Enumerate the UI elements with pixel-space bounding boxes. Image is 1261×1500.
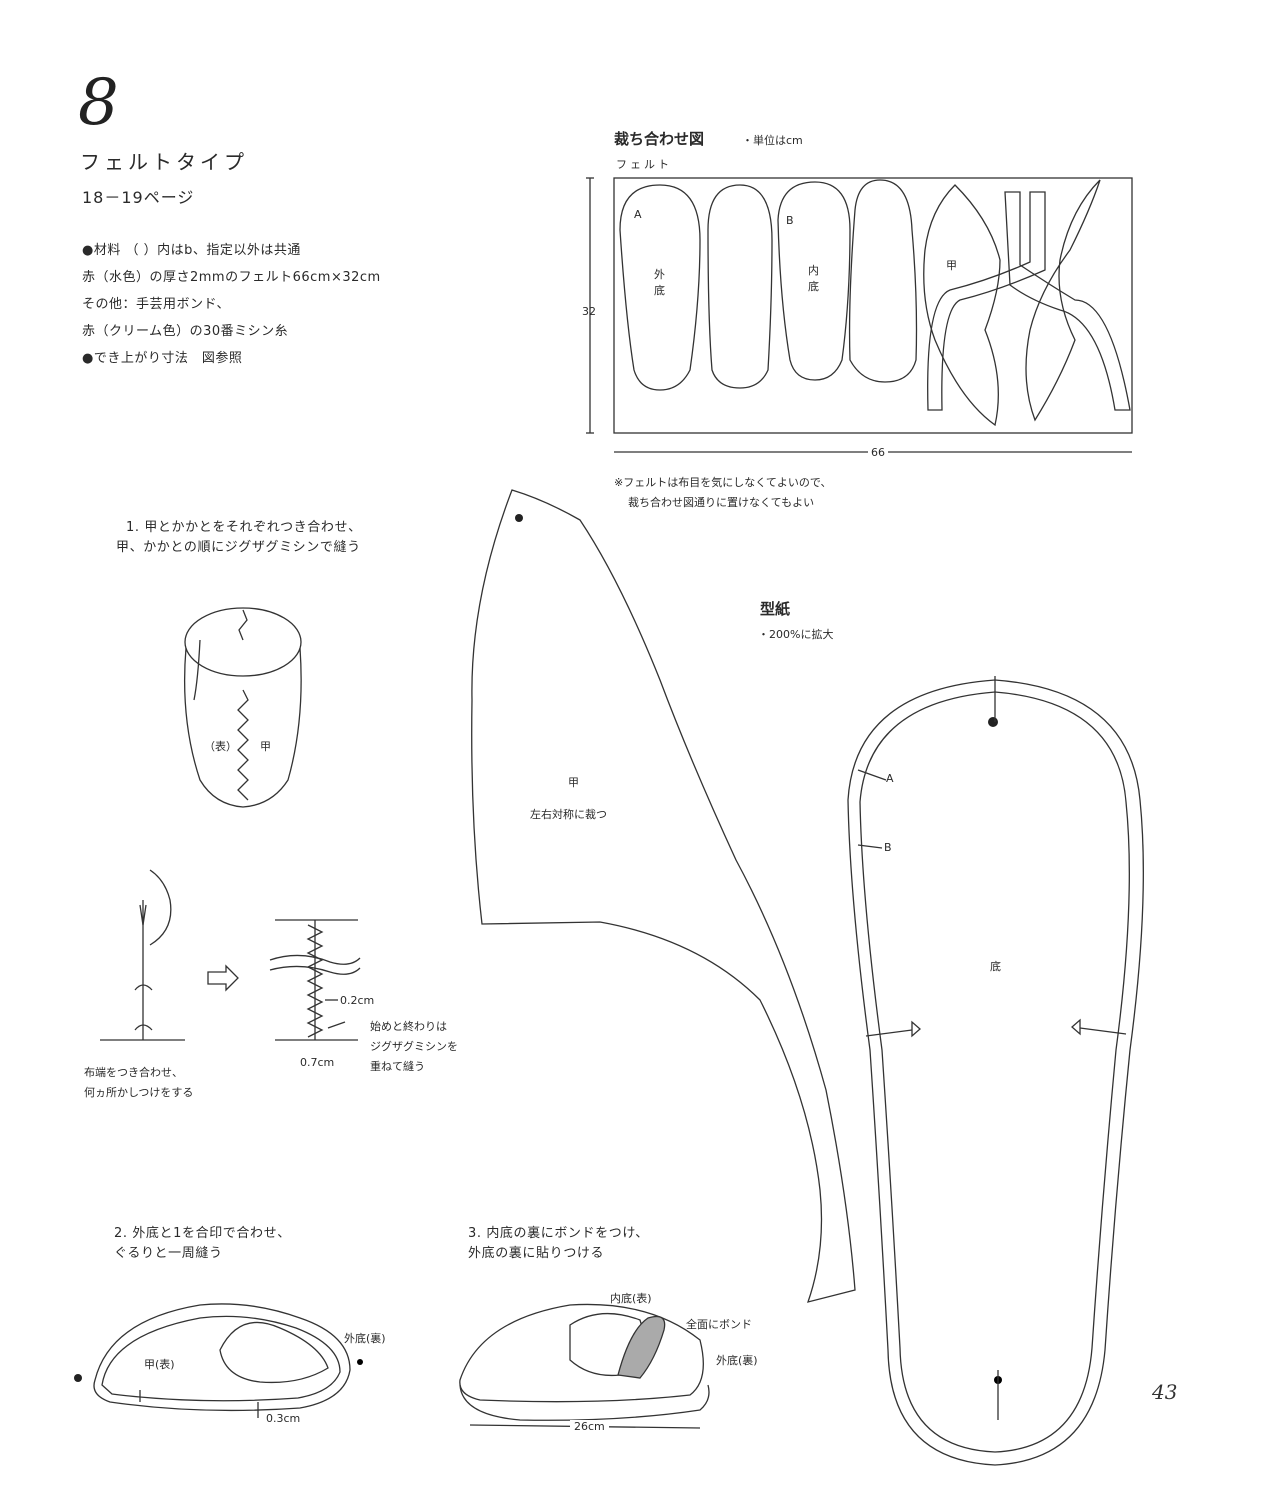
layout-note-1: ※フェルトは布目を気にしなくてよいので、	[614, 476, 832, 489]
layout-upper-left	[923, 184, 1001, 427]
step2-line-1: 2. 外底と1を合印で合わせ、	[114, 1226, 291, 1241]
step1-dim-02: 0.2cm	[340, 994, 375, 1007]
project-title: フェルトタイプ	[80, 150, 248, 174]
step1-upper-illustration	[183, 607, 302, 808]
step2-slipper-illustration	[74, 1303, 363, 1418]
layout-outer-sole-2	[707, 184, 773, 389]
materials-line-5: ●でき上がり寸法 図参照	[82, 351, 243, 366]
step1-upper-label: 甲	[260, 740, 271, 753]
layout-unit: ・単位はcm	[742, 134, 803, 147]
reference-pages: 18－19ページ	[82, 188, 195, 207]
layout-inner-sole	[777, 181, 851, 381]
step2-dim: 0.3cm	[266, 1412, 301, 1425]
sole-inner-line	[859, 691, 1130, 1453]
page-number: 43	[1152, 1380, 1178, 1404]
materials-line-1: ●材料 （ ）内はb、指定以外は共通	[82, 243, 301, 258]
step3-inner-label: 内底(表)	[610, 1292, 652, 1305]
layout-outer-sole	[619, 184, 701, 391]
step3-line-2: 外底の裏に貼りつける	[468, 1246, 605, 1261]
arrow-right-icon	[207, 964, 239, 992]
step1-back-label: （表）	[204, 740, 237, 753]
layout-height: 32	[582, 305, 596, 318]
step3-line-1: 3. 内底の裏にボンドをつけ、	[468, 1226, 649, 1241]
step1-zigzag-3: 重ねて縫う	[370, 1060, 425, 1073]
pattern-title: 型紙	[760, 600, 791, 618]
pattern-label-a: A	[886, 772, 894, 785]
step2-line-2: ぐるりと一周縫う	[114, 1246, 223, 1261]
pattern-sole	[847, 676, 1144, 1466]
step1-line-2: 甲、かかとの順にジグザグミシンで縫う	[116, 540, 361, 555]
step3-outer-label: 外底(裏)	[716, 1354, 758, 1367]
pattern-upper-outline	[471, 489, 856, 1303]
layout-upper-right	[1025, 179, 1101, 422]
step3-slipper-illustration	[459, 1303, 710, 1429]
layout-heel-strip-left	[927, 191, 1046, 411]
layout-heel-strip-right	[1004, 191, 1131, 411]
step3-dim: 26cm	[570, 1420, 609, 1433]
layout-upper-label: 甲	[946, 259, 957, 272]
materials-line-3: その他：手芸用ボンド、	[82, 297, 230, 312]
layout-label-a: A	[634, 208, 642, 221]
layout-inner-sole-2	[848, 179, 918, 383]
layout-outer-sole-label: 外底	[654, 268, 665, 297]
step1-zigzag-1: 始めと終わりは	[370, 1020, 447, 1033]
layout-title: 裁ち合わせ図	[614, 130, 705, 148]
layout-width: 66	[868, 446, 888, 459]
pattern-upper-note: 左右対称に裁つ	[530, 808, 607, 821]
layout-note-2: 裁ち合わせ図通りに置けなくてもよい	[628, 496, 815, 509]
pattern-label-b: B	[884, 841, 892, 854]
pattern-sole-label: 底	[990, 960, 1001, 973]
sole-top-mark	[988, 717, 998, 727]
pattern-upper-label: 甲	[568, 776, 579, 789]
step2-upper-label: 甲(表)	[144, 1358, 175, 1371]
layout-label-b: B	[786, 214, 794, 227]
step1-baste-1: 布端をつき合わせ、	[84, 1066, 183, 1079]
cutting-layout-diagram	[586, 177, 1133, 453]
materials-line-2: 赤（水色）の厚さ2mmのフェルト66cm×32cm	[82, 270, 381, 285]
step1-line-1: 1. 甲とかかとをそれぞれつき合わせ、	[126, 520, 362, 535]
step2-outer-label: 外底(裏)	[344, 1332, 386, 1345]
layout-material: フェルト	[616, 158, 672, 171]
project-number: 8	[78, 66, 119, 140]
step1-basting-illustration	[100, 869, 185, 1041]
step1-baste-2: 何ヵ所かしつけをする	[84, 1086, 194, 1099]
step1-dim-07: 0.7cm	[300, 1056, 335, 1069]
step3-glue-label: 全面にボンド	[686, 1318, 752, 1331]
step1-zigzag-illustration	[269, 919, 361, 1041]
materials-line-4: 赤（クリーム色）の30番ミシン糸	[82, 324, 289, 339]
pattern-upper-mark	[515, 514, 523, 522]
pattern-scale: ・200%に拡大	[758, 628, 834, 641]
layout-inner-sole-label: 内底	[808, 264, 819, 293]
felt-outline	[613, 177, 1133, 434]
step1-zigzag-2: ジグザグミシンを	[370, 1040, 458, 1053]
sole-outer-line	[847, 679, 1144, 1466]
